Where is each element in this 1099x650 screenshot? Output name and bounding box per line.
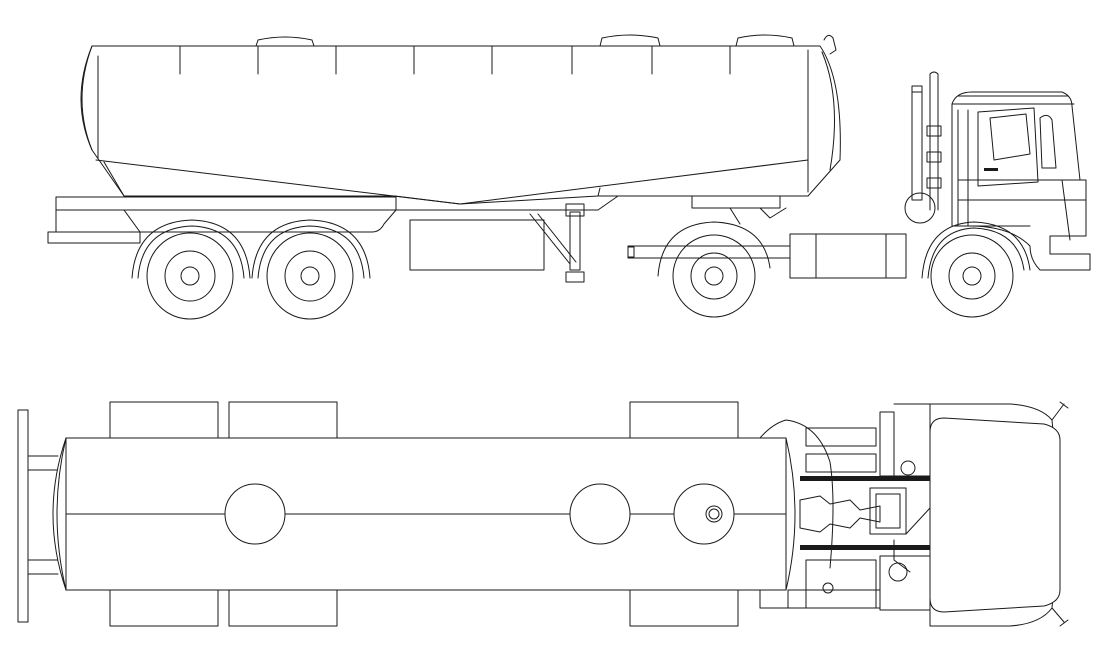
air-filter-plan	[888, 562, 908, 582]
cab-door	[977, 107, 1039, 187]
tractor-unit	[627, 71, 1091, 318]
fender-right-3	[629, 589, 739, 627]
door-handle	[984, 168, 998, 171]
bulk-tank	[80, 34, 841, 205]
landing-gear-foot	[565, 271, 585, 283]
manhole-1	[224, 483, 286, 545]
tank-dome-lids	[255, 34, 795, 47]
steering-link	[893, 507, 931, 573]
battery-box-plan	[879, 555, 931, 611]
fifth-wheel-disc	[759, 419, 834, 569]
rear-bumper-plan	[17, 409, 29, 623]
trailer-fenders-top	[109, 401, 739, 439]
trailer-wheel-2	[266, 232, 354, 320]
exhaust-clamp-1	[926, 125, 942, 137]
tank-plan-rear-cap	[56, 437, 67, 591]
lower-frame-edge	[787, 589, 881, 609]
tractor-left-box-1	[805, 427, 877, 447]
storage-box	[409, 219, 545, 271]
hopper-inner-line	[103, 161, 125, 197]
fifth-wheel-mount	[729, 207, 787, 225]
hopper-inner-line-2	[597, 187, 601, 197]
exhaust-shield	[911, 85, 923, 201]
hopper-cone-bottom	[95, 159, 809, 205]
exhaust-clamp-3	[926, 177, 942, 189]
trailer-fender-2	[251, 219, 371, 279]
tank-vent-hook	[823, 34, 837, 55]
front-fender-inner	[927, 227, 1025, 279]
rear-frame-arms	[27, 455, 59, 575]
tractor-rear-wheel	[672, 234, 756, 318]
gearbox-detail	[875, 493, 901, 529]
cab-front-window	[1039, 114, 1057, 169]
front-fender	[921, 221, 1031, 279]
dome-lid-1	[255, 36, 315, 47]
manhole-3-valve-outer	[705, 505, 723, 523]
trailer-fender-1	[131, 219, 251, 279]
fender-left-2	[228, 401, 338, 439]
trailer-wheel-1	[146, 232, 234, 320]
exhaust-stack	[929, 71, 939, 211]
trailer-fender-1-inner	[137, 225, 245, 279]
landing-gear-head	[565, 203, 585, 217]
chassis-skirt	[123, 209, 141, 233]
manhole-2	[569, 483, 631, 545]
trailer-axles	[131, 219, 371, 320]
tractor-front-wheel	[930, 234, 1014, 318]
manhole-3	[673, 483, 735, 545]
mirror-top	[1051, 401, 1069, 421]
mirror-bottom	[1051, 607, 1069, 627]
rear-bumper	[47, 231, 141, 244]
cab-rear-pillar	[957, 109, 969, 227]
plan-view	[17, 401, 1069, 627]
chassis-rail	[55, 196, 397, 211]
cab-roof-plan	[929, 417, 1061, 613]
tank-plan	[52, 437, 796, 591]
tractor-rear-fender	[657, 221, 771, 277]
tractor-left-box-2	[805, 453, 877, 473]
fuel-cap-plan	[822, 582, 834, 594]
frame-rail-bottom	[800, 545, 930, 550]
tank-left-end-cap	[81, 45, 93, 151]
air-filter	[904, 192, 936, 224]
fuel-tank	[789, 233, 907, 279]
fender-left-1	[109, 401, 219, 439]
chassis-lower-rail	[55, 209, 397, 233]
fuel-tank-plan	[805, 559, 877, 609]
cab-step	[1061, 179, 1071, 241]
landing-gear-leg	[569, 211, 581, 271]
fender-right-1	[109, 589, 219, 627]
tractor-side-frame-2	[893, 403, 931, 477]
tank-panel-ribs	[179, 45, 731, 75]
frame-rail-top	[800, 476, 930, 481]
dome-lid-3	[735, 34, 795, 47]
trailer-fender-2-inner	[257, 225, 365, 279]
dome-lid-2	[599, 34, 661, 47]
landing-gear-brace	[529, 213, 577, 265]
gearbox-plan	[869, 487, 907, 535]
manhole-3-valve-inner	[708, 508, 720, 520]
side-elevation-view	[47, 34, 1091, 320]
tractor-rear-fender-plan	[759, 589, 789, 609]
trailer-fenders-bottom	[109, 589, 739, 627]
tractor-rear-light	[627, 246, 635, 258]
fender-right-2	[228, 589, 338, 627]
air-tank-plan-top	[900, 460, 916, 476]
cab-roof	[951, 95, 1075, 105]
fender-left-3	[629, 401, 739, 439]
rear-frame-plan	[17, 409, 59, 623]
cab-plan	[929, 401, 1069, 627]
cab-side-window	[989, 113, 1031, 161]
tractor-side-frame	[879, 411, 895, 477]
fifth-wheel-plate	[691, 195, 781, 209]
driveshaft-plan	[799, 495, 881, 533]
exhaust-clamp-2	[926, 151, 942, 163]
tank-outline	[80, 45, 841, 205]
tank-right-end-rim	[821, 51, 835, 171]
trailer-chassis	[47, 195, 619, 283]
neck-beam	[395, 195, 619, 211]
